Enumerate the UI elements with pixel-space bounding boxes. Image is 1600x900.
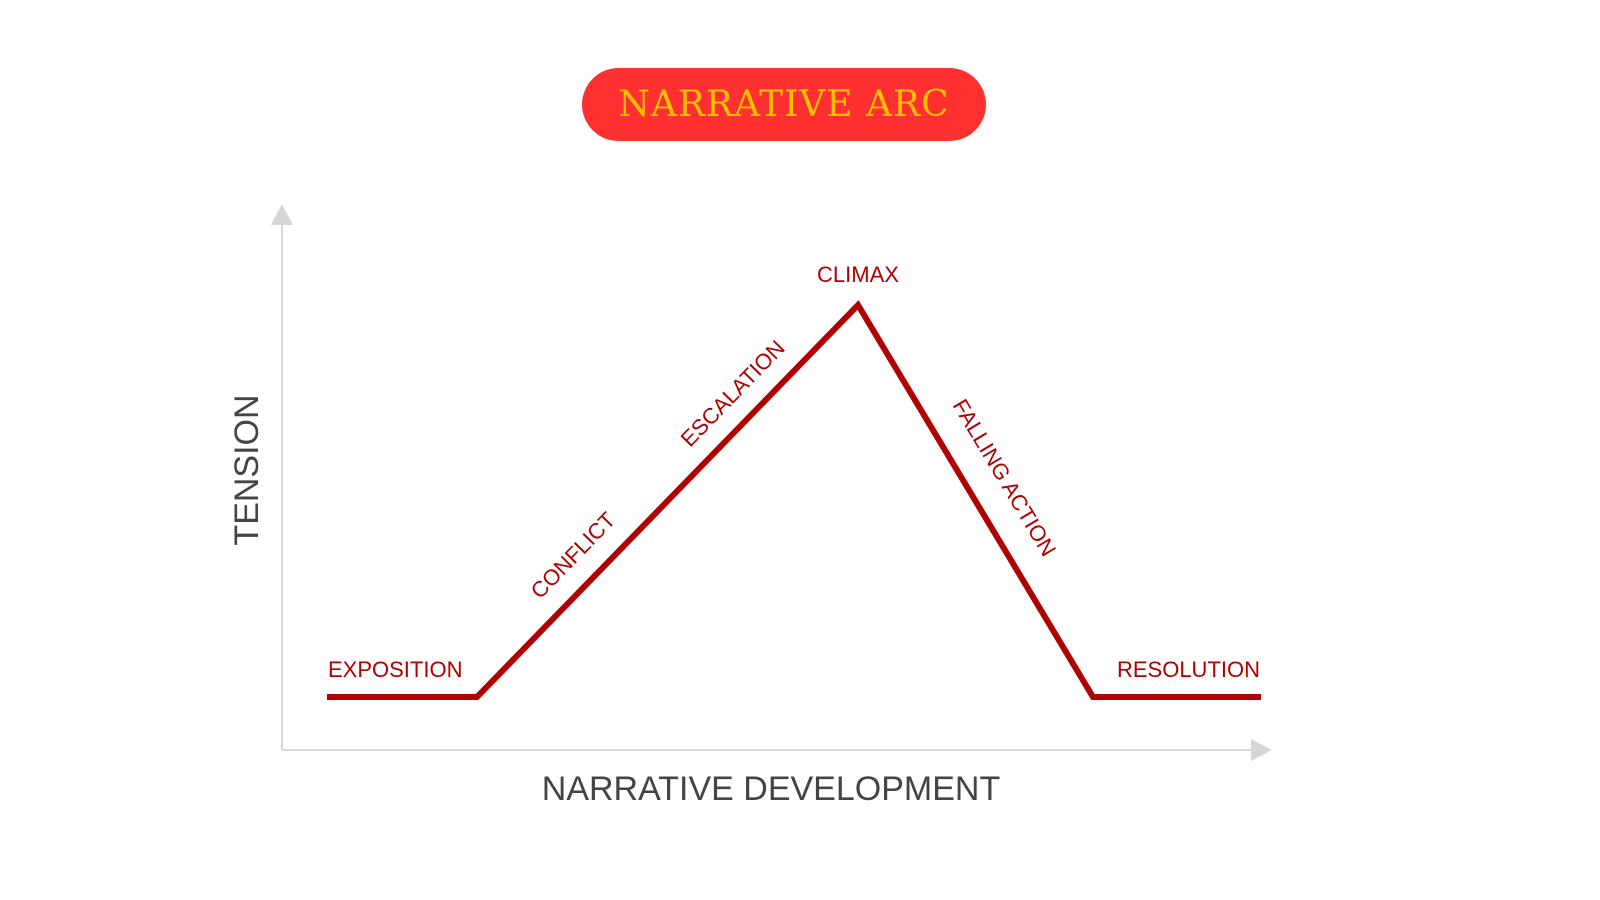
label-conflict: CONFLICT bbox=[526, 507, 621, 603]
y-axis-arrow-icon bbox=[271, 204, 293, 225]
label-resolution: RESOLUTION bbox=[1117, 657, 1260, 682]
x-axis-arrow-icon bbox=[1251, 739, 1272, 761]
diagram-title: NARRATIVE ARC bbox=[618, 84, 950, 125]
label-climax: CLIMAX bbox=[817, 262, 899, 287]
x-axis-label: NARRATIVE DEVELOPMENT bbox=[542, 770, 1000, 808]
label-exposition: EXPOSITION bbox=[328, 657, 462, 682]
y-axis-label: TENSION bbox=[228, 394, 266, 545]
title-badge: NARRATIVE ARC bbox=[582, 68, 986, 141]
narrative-arc-line bbox=[327, 300, 1261, 700]
